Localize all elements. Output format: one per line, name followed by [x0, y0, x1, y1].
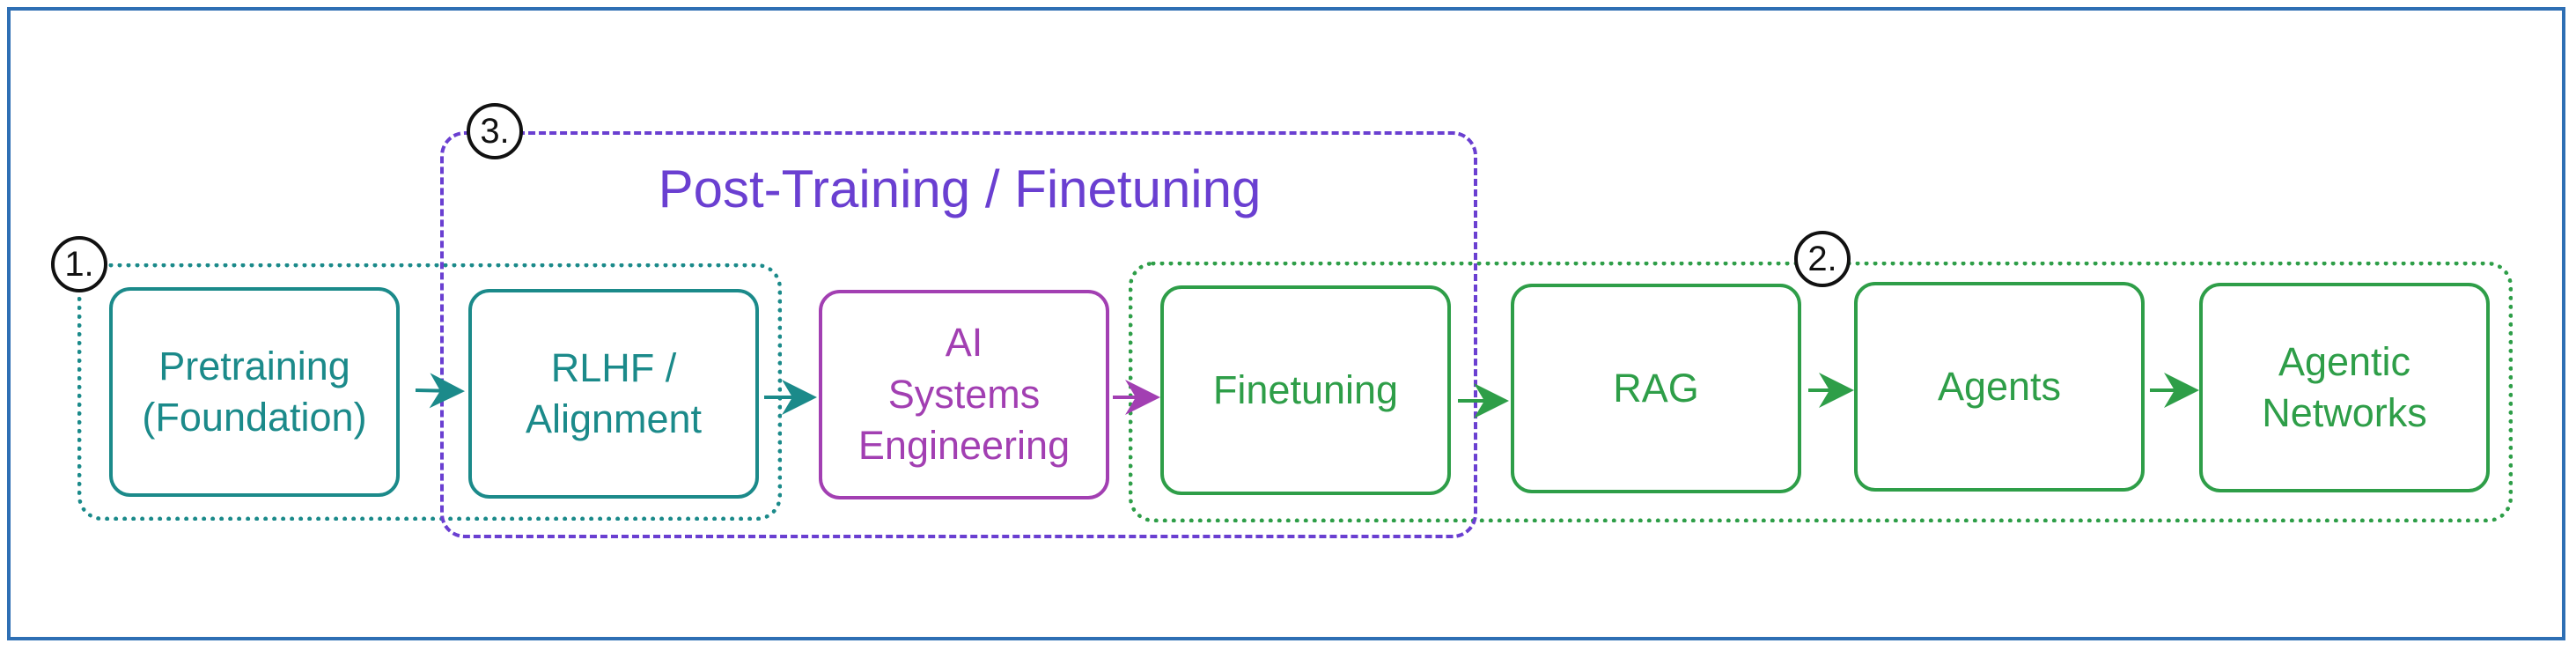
stage-finetuning: Finetuning — [1160, 285, 1451, 495]
diagram-frame — [7, 7, 2565, 640]
badge-1: 1. — [51, 236, 107, 292]
post-training-title: Post-Training / Finetuning — [658, 159, 1262, 218]
badge-3: 3. — [467, 103, 523, 159]
group-1-container — [77, 263, 782, 521]
stage-agentic-networks: Agentic Networks — [2199, 283, 2490, 492]
stage-rlhf-alignment: RLHF / Alignment — [468, 289, 759, 499]
group-3-container — [440, 131, 1477, 538]
badge-2: 2. — [1794, 231, 1851, 287]
stage-rag: RAG — [1511, 284, 1801, 493]
stage-agents: Agents — [1854, 282, 2145, 492]
stage-pretraining: Pretraining (Foundation) — [109, 287, 400, 497]
stage-ai-systems-engineering: AI Systems Engineering — [819, 290, 1109, 499]
